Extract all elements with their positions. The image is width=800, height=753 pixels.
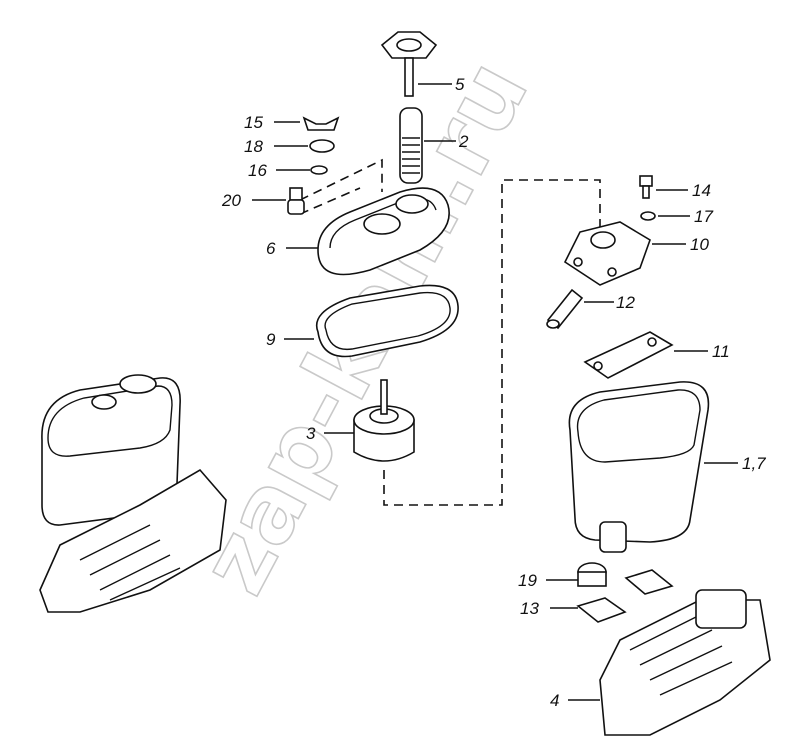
callout-3: 3	[306, 424, 316, 443]
leader-lines	[252, 83, 738, 701]
callout-1-7: 1,7	[742, 454, 766, 473]
callout-10: 10	[690, 235, 709, 254]
part-10-bracket	[563, 221, 651, 286]
callout-20: 20	[221, 191, 241, 210]
callout-12: 12	[616, 293, 635, 312]
part-3-filter-cup	[353, 379, 415, 462]
assembled-unit	[39, 374, 227, 613]
part-13-gasket	[576, 597, 627, 623]
callout-2: 2	[458, 132, 469, 151]
part-6-cover	[317, 187, 450, 276]
callout-16: 16	[248, 161, 267, 180]
part-18-washer	[309, 139, 335, 153]
callout-19: 19	[518, 571, 537, 590]
part-11-gasket	[583, 331, 674, 379]
part-20-fitting	[287, 187, 305, 215]
callout-18: 18	[244, 137, 263, 156]
callout-5: 5	[455, 75, 465, 94]
part-1-7-tank	[568, 381, 710, 553]
part-4-pump	[599, 589, 771, 736]
callout-14: 14	[692, 181, 711, 200]
callout-9: 9	[266, 330, 276, 349]
part-19-plug	[577, 562, 607, 587]
callout-15: 15	[244, 113, 263, 132]
part-15-wing-nut	[302, 116, 340, 131]
part-12-hose	[546, 288, 584, 330]
callout-13: 13	[520, 599, 539, 618]
gasket-upper	[624, 569, 674, 595]
part-5-filler-cap	[380, 31, 438, 97]
part-9-gasket	[315, 284, 459, 358]
callout-6: 6	[266, 239, 276, 258]
part-14-bolt	[639, 175, 653, 199]
callout-4: 4	[550, 691, 559, 710]
callout-17: 17	[694, 207, 713, 226]
callout-11: 11	[712, 342, 730, 361]
part-16-ring	[310, 165, 328, 175]
assembly-path-left	[299, 158, 601, 506]
part-17-washer	[640, 211, 656, 221]
part-2-filter	[399, 107, 423, 184]
